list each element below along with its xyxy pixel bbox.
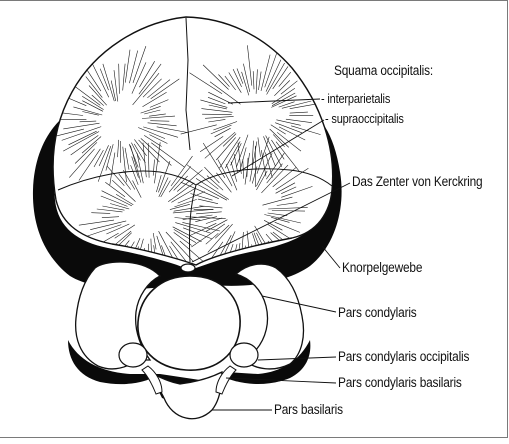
kerckring-center bbox=[181, 264, 195, 272]
foramen-magnum bbox=[138, 276, 240, 370]
condyle-left bbox=[119, 343, 147, 367]
condyle-right bbox=[230, 343, 258, 367]
leader-knorpelgewebe bbox=[322, 246, 340, 268]
